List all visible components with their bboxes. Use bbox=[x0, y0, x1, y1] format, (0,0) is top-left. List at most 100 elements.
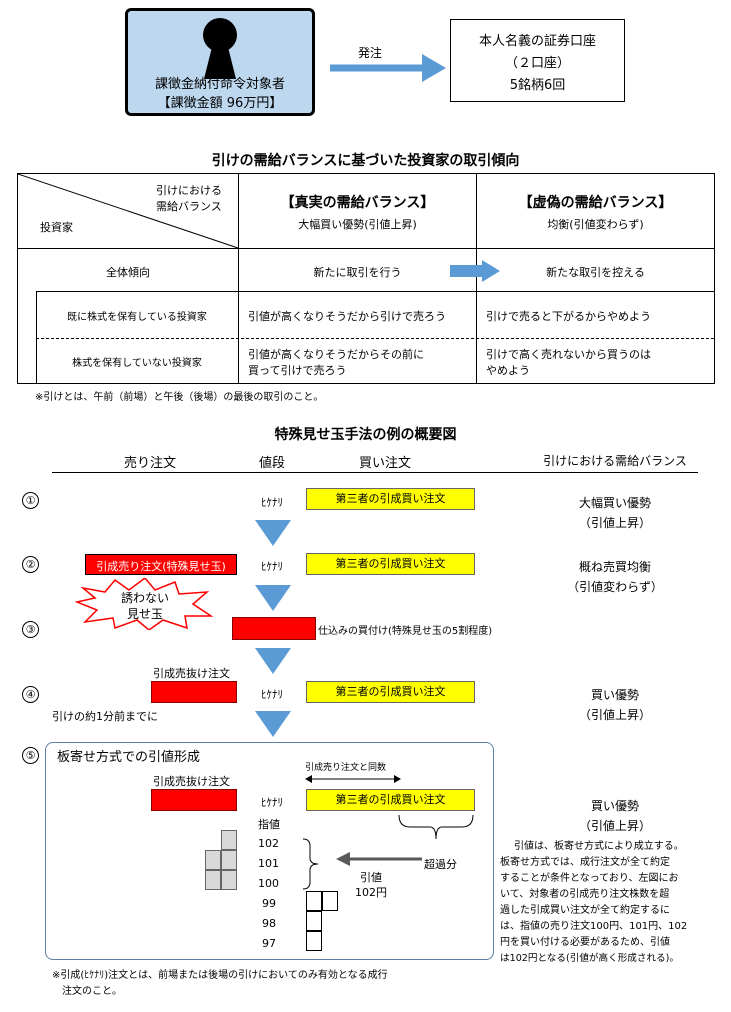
balance-title: 引けの需給バランスに基づいた投資家の取引傾向 bbox=[211, 153, 520, 169]
hikenari-2: ﾋｹﾅﾘ bbox=[261, 560, 283, 573]
close-price-label: 引値 bbox=[360, 871, 382, 884]
footnote-1: ※引成(ﾋｹﾅﾘ)注文とは、前場または後場の引けにおいてのみ有効となる成行 bbox=[52, 970, 388, 981]
row-overall-true: 新たに取引を行う bbox=[313, 266, 402, 279]
excess-bracket bbox=[398, 815, 474, 840]
sell-order-fake-label: 引成売り注文(特殊見せ玉) bbox=[96, 560, 226, 573]
row-nonholder-false-1: 引けで高く売れないから買うのは bbox=[486, 348, 651, 361]
third-party-buy-2: 第三者の引成買い注文 bbox=[306, 553, 475, 575]
down-arrow-icon bbox=[255, 585, 291, 611]
burst-text-2: 見せ玉 bbox=[126, 607, 163, 621]
account-line-1: 本人名義の証券口座 bbox=[478, 34, 596, 49]
row-holder-true: 引値が高くなりそうだから引けで売ろう bbox=[248, 310, 446, 323]
corner-top: 引けにおける bbox=[156, 184, 222, 197]
down-arrow-icon bbox=[255, 520, 291, 546]
account-box: 本人名義の証券口座 （２口座） 5銘柄6回 bbox=[450, 19, 625, 102]
setup-buy-label: 仕込みの買付け(特殊見せ玉の5割程度) bbox=[318, 626, 493, 637]
account-line-2: （２口座） bbox=[504, 56, 570, 71]
row-nonholder-true-1: 引値が高くなりそうだからその前に bbox=[248, 348, 424, 361]
corner-bottom: 投資家 bbox=[40, 221, 73, 234]
col-sell: 売り注文 bbox=[123, 456, 176, 471]
corner-top-2: 需給バランス bbox=[156, 200, 222, 213]
setup-buy-block bbox=[232, 617, 316, 640]
step-3-number: ③ bbox=[22, 621, 39, 638]
step-1-balance-sub: （引値上昇） bbox=[578, 516, 651, 530]
balance-note: ※引けとは、午前（前場）と午後（後場）の最後の取引のこと。 bbox=[35, 392, 324, 403]
down-arrow-icon bbox=[255, 711, 291, 737]
step-4-balance-sub: （引値上昇） bbox=[578, 708, 651, 722]
buy-limit-block bbox=[306, 891, 322, 911]
row-nonholder-false-2: やめよう bbox=[486, 364, 530, 377]
sell-out-order-5 bbox=[151, 789, 237, 811]
footnote-2: 注文のこと。 bbox=[62, 986, 122, 997]
right-arrow-icon bbox=[330, 54, 446, 82]
row-nonholder-true-2: 買って引けで売ろう bbox=[248, 364, 347, 377]
hikenari-1: ﾋｹﾅﾘ bbox=[261, 496, 283, 509]
burst-text-1: 誘わない bbox=[120, 591, 169, 605]
step-1-number: ① bbox=[22, 492, 39, 509]
hikenari-5: ﾋｹﾅﾘ bbox=[261, 796, 283, 809]
row-overall-label: 全体傾向 bbox=[106, 266, 150, 279]
step-5-box-title: 板寄せ方式での引値形成 bbox=[57, 750, 201, 765]
col-price: 値段 bbox=[258, 456, 285, 471]
step-4-top-label: 引成売抜け注文 bbox=[153, 667, 230, 680]
sell-limit-block bbox=[221, 870, 237, 890]
subject-line-2: 【課徴金額 96万円】 bbox=[157, 96, 283, 111]
row-holder-false: 引けで売ると下がるからやめよう bbox=[486, 310, 651, 323]
step-5-box bbox=[45, 742, 494, 960]
sell-order-fake: 引成売り注文(特殊見せ玉) bbox=[85, 554, 237, 575]
col-buy: 買い注文 bbox=[358, 456, 411, 471]
third-party-buy-5: 第三者の引成買い注文 bbox=[306, 789, 475, 811]
price-98: 98 bbox=[262, 917, 276, 930]
price-99: 99 bbox=[262, 897, 276, 910]
down-arrow-icon bbox=[255, 648, 291, 674]
sell-limit-block bbox=[221, 830, 237, 850]
step-2-balance-sub: （引値変わらず） bbox=[567, 580, 663, 594]
step-5-red-label: 引成売抜け注文 bbox=[153, 775, 230, 788]
sell-limit-block bbox=[205, 850, 221, 870]
double-arrow-icon bbox=[305, 775, 401, 783]
col-balance: 引けにおける需給バランス bbox=[543, 454, 687, 468]
same-amount-label: 引成売り注文と同数 bbox=[305, 763, 387, 773]
sell-limit-block bbox=[205, 870, 221, 890]
balance-table: 引けにおける 需給バランス 投資家 【真実の需給バランス】 大幅買い優勢(引値上… bbox=[17, 173, 715, 384]
row-holder-label: 既に株式を保有している投資家 bbox=[67, 312, 207, 323]
account-line-3: 5銘柄6回 bbox=[509, 78, 566, 93]
explanation: 引値は、板寄せ方式により成立する。 板寄せ方式では、成行注文が全て約定 すること… bbox=[500, 841, 688, 964]
subject-line-1: 課徴金納付命令対象者 bbox=[154, 77, 285, 92]
price-brace bbox=[302, 838, 319, 890]
step-1-balance: 大幅買い優勢 bbox=[578, 496, 651, 510]
burst-icon bbox=[75, 578, 214, 630]
third-party-buy-4: 第三者の引成買い注文 bbox=[306, 681, 475, 703]
third-party-buy-1: 第三者の引成買い注文 bbox=[306, 488, 475, 510]
corner-diagonal bbox=[18, 174, 239, 249]
step-2-balance: 概ね売買均衡 bbox=[578, 560, 651, 574]
sell-out-order-4 bbox=[151, 681, 237, 703]
step-5-number: ⑤ bbox=[22, 747, 39, 764]
buy-limit-block bbox=[306, 931, 322, 951]
close-price-value: 102円 bbox=[355, 886, 387, 899]
limit-label: 指値 bbox=[258, 818, 280, 831]
header-divider bbox=[52, 472, 698, 473]
step-5-balance-sub: （引値上昇） bbox=[578, 819, 651, 833]
false-balance-sub: 均衡(引値変わらず) bbox=[547, 218, 644, 231]
true-balance-sub: 大幅買い優勢(引値上昇) bbox=[298, 218, 417, 231]
right-arrow-icon bbox=[450, 260, 500, 282]
sell-limit-block bbox=[221, 850, 237, 870]
price-100: 100 bbox=[258, 877, 279, 890]
order-arrow-label: 発注 bbox=[358, 46, 383, 60]
buy-limit-block bbox=[306, 911, 322, 931]
false-balance-head: 【虚偽の需給バランス】 bbox=[518, 195, 673, 211]
hikenari-4: ﾋｹﾅﾘ bbox=[261, 688, 283, 701]
scheme-title: 特殊見せ玉手法の例の概要図 bbox=[274, 427, 457, 443]
excess-label: 超過分 bbox=[424, 858, 457, 871]
price-97: 97 bbox=[262, 937, 276, 950]
person-icon bbox=[203, 18, 237, 79]
price-101: 101 bbox=[258, 857, 279, 870]
buy-limit-block bbox=[322, 891, 338, 911]
row-nonholder-label: 株式を保有していない投資家 bbox=[72, 358, 202, 369]
row-overall-false: 新たな取引を控える bbox=[546, 266, 645, 279]
step-2-number: ② bbox=[22, 556, 39, 573]
step-4-bottom-label: 引けの約1分前までに bbox=[52, 710, 158, 723]
step-4-balance: 買い優勢 bbox=[590, 688, 639, 702]
step-4-number: ④ bbox=[22, 686, 39, 703]
